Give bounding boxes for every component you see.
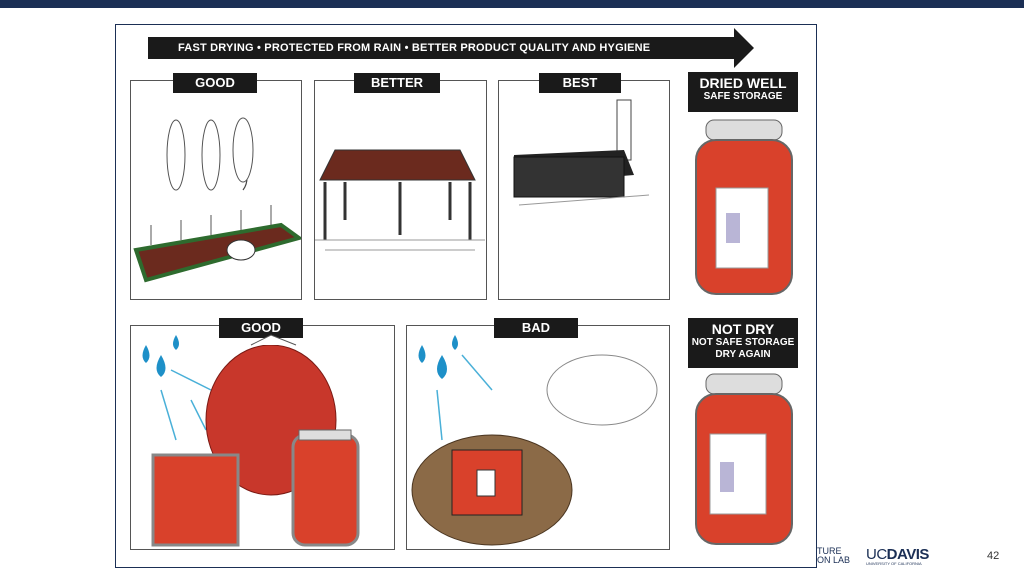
dry-again-text: DRY AGAIN [715,349,771,360]
hanging-chilies-illustration [133,117,301,283]
dry-chili-jar [695,119,793,295]
label-bad: BAD [494,318,578,338]
logo-subtitle: UNIVERSITY OF CALIFORNIA [866,561,922,566]
lab-name-partial: TURE ON LAB [817,547,850,565]
label-better: BETTER [354,73,440,93]
solar-dryer-illustration [513,99,650,206]
label-not-dry: NOT DRY NOT SAFE STORAGE DRY AGAIN [688,318,798,368]
lab-name-line2: ON LAB [817,555,851,565]
lab-name-line1: TURE [817,546,842,556]
not-safe-storage-text: NOT SAFE STORAGE [691,337,795,348]
not-dry-title: NOT DRY [711,321,775,337]
dried-well-title: DRIED WELL [699,75,787,91]
logo-davis: DAVIS [886,546,930,563]
arrow-head-icon [734,28,754,68]
logo-uc: UC [866,546,887,563]
open-sack-illustration [411,335,658,546]
label-good-bottom: GOOD [219,318,303,338]
raised-rack-illustration [315,149,485,251]
benefits-banner: FAST DRYING • PROTECTED FROM RAIN • BETT… [148,37,736,59]
slide-top-bar [0,0,1024,8]
label-dried-well: DRIED WELL SAFE STORAGE [688,72,798,112]
label-good-top: GOOD [173,73,257,93]
sealed-bags-illustration [142,334,360,547]
safe-storage-text: SAFE STORAGE [703,91,783,102]
wet-chili-jar [695,373,793,545]
label-best: BEST [539,73,621,93]
page-number: 42 [987,550,1000,562]
uc-davis-logo: UCDAVIS [866,546,929,563]
